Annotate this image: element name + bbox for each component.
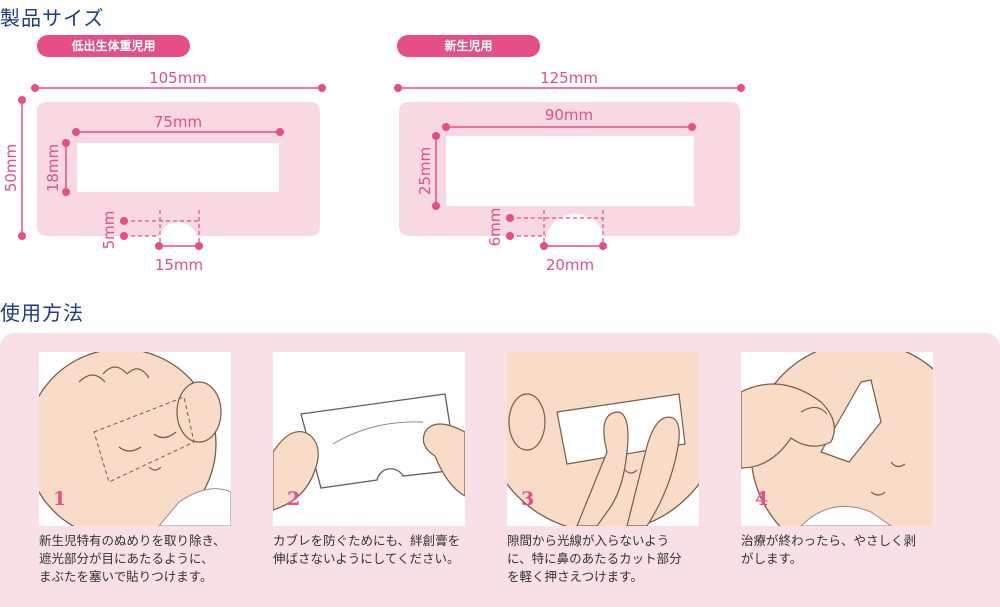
- step-1-line-2: 遮光部分が目にあたるように、: [39, 551, 214, 566]
- product-label-low-birth-weight: 低出生体重児用: [37, 35, 190, 57]
- step-2-line-1: カブレを防ぐためにも、絆創膏を: [273, 533, 461, 548]
- product-1-diagram: 105mm 50mm 75mm 18mm 5mm 15mm: [2, 69, 326, 274]
- step-4-text: 治療が終わったら、やさしく剥 がします。: [741, 532, 953, 568]
- step-1-line-3: まぶたを塞いで貼りつけます。: [39, 569, 213, 584]
- product-label-newborn: 新生児用: [397, 35, 540, 57]
- step-2-number: 2: [287, 488, 301, 510]
- step-3-text: 隙間から光線が入らないよう に、特に鼻のあたるカット部分 を軽く押さえつけます。: [507, 532, 719, 586]
- product-2-notch-width-label: 20mm: [546, 256, 594, 274]
- product-1-window-width-label: 75mm: [154, 113, 202, 131]
- product-2-notch-depth-label: 6mm: [486, 208, 504, 247]
- product-2-window-width-label: 90mm: [545, 106, 593, 124]
- product-1-window-height-label: 18mm: [44, 144, 62, 192]
- size-section-title: 製品サイズ: [0, 6, 105, 30]
- step-1-text: 新生児特有のぬめりを取り除き、 遮光部分が目にあたるように、 まぶたを塞いで貼り…: [39, 532, 251, 586]
- product-2-diagram: 125mm 90mm 25mm 6mm 20mm: [394, 69, 745, 274]
- step-4-line-2: がします。: [741, 551, 803, 566]
- step-3-line-3: を軽く押さえつけます。: [507, 569, 643, 584]
- step-2-illustration: [273, 352, 465, 526]
- product-1-notch-width-label: 15mm: [155, 256, 203, 274]
- step-1-number: 1: [53, 488, 67, 510]
- step-2-line-2: 伸ばさないようにしてください。: [273, 551, 460, 566]
- step-3-line-1: 隙間から光線が入らないよう: [507, 533, 670, 548]
- product-2-width-label: 125mm: [540, 69, 598, 87]
- product-1-notch-depth-label: 5mm: [100, 211, 118, 250]
- size-diagrams: .dim{fill:#e54e86;font-family:"DejaVu Sa…: [2, 69, 745, 274]
- step-3-number: 3: [521, 488, 535, 510]
- product-1-width-label: 105mm: [149, 69, 207, 87]
- step-3-illustration: [507, 352, 699, 526]
- product-2-height-label: 25mm: [416, 147, 434, 195]
- step-1-line-1: 新生児特有のぬめりを取り除き、: [39, 533, 226, 548]
- step-3-line-2: に、特に鼻のあたるカット部分: [507, 551, 682, 566]
- product-2-window: [446, 136, 694, 206]
- product-1-window: [77, 143, 279, 192]
- product-1-height-label: 50mm: [2, 144, 20, 192]
- step-1-illustration: [39, 352, 231, 526]
- usage-section-title: 使用方法: [0, 301, 84, 325]
- step-2-text: カブレを防ぐためにも、絆創膏を 伸ばさないようにしてください。: [273, 532, 485, 568]
- step-4-illustration: [741, 352, 933, 526]
- step-4-line-1: 治療が終わったら、やさしく剥: [741, 533, 917, 548]
- step-4-number: 4: [755, 488, 769, 510]
